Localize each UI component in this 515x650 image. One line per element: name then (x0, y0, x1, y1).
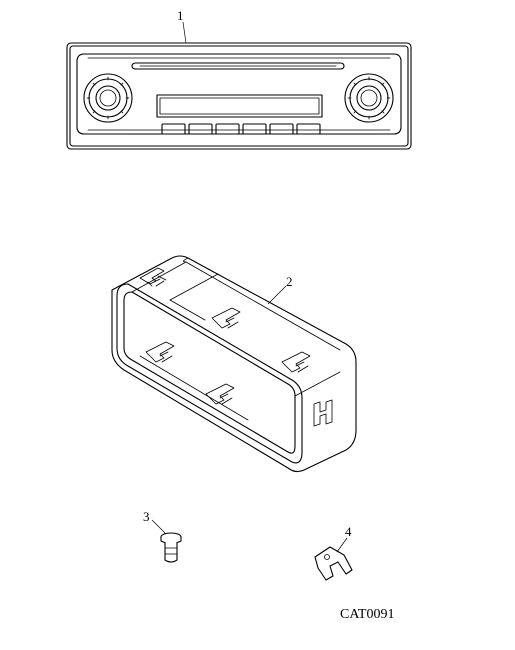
callout-4-label: 4 (345, 524, 352, 539)
cage-tabs (139, 267, 333, 427)
catalog-code: CAT0091 (340, 607, 394, 622)
mounting-cage: 2 (111, 255, 357, 473)
callout-3-leader (151, 519, 167, 535)
callout-2-leader (267, 285, 287, 305)
callout-4-leader (336, 537, 348, 553)
radio-head-unit: 1 (66, 8, 412, 150)
right-control-knob (344, 73, 394, 123)
callout-3-label: 3 (143, 509, 150, 524)
retaining-clip: 4 (314, 524, 353, 581)
preset-buttons (161, 123, 321, 135)
left-control-knob (83, 73, 133, 123)
callout-1-label: 1 (177, 8, 184, 23)
callout-1-leader (182, 21, 187, 44)
callout-2-label: 2 (286, 274, 293, 289)
fastener-screw: 3 (143, 509, 182, 563)
